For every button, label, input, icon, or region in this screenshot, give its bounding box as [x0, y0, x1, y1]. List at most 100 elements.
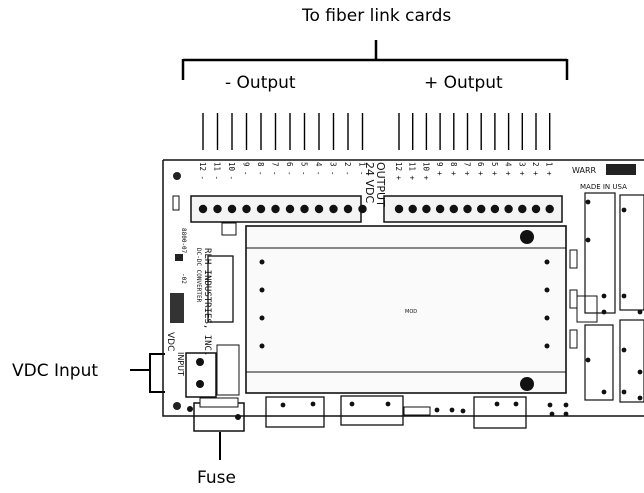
- left-resistor-top: [172, 195, 180, 211]
- terminal-screw: [518, 204, 527, 214]
- terminal-number: 2 -: [343, 162, 352, 176]
- terminal-number: 9 +: [435, 162, 444, 176]
- terminal-screw: [545, 204, 554, 214]
- terminal-number: 10 +: [421, 162, 430, 181]
- solder-pad: [585, 199, 591, 205]
- terminal-number: 8 -: [256, 162, 265, 176]
- terminal-number: 4 +: [504, 162, 513, 176]
- solder-pad: [585, 357, 591, 363]
- positive-output-leader-lines: [398, 113, 551, 150]
- solder-pad: [585, 237, 591, 243]
- terminal-screw: [329, 204, 338, 214]
- part-number-label: 8800-07: [180, 228, 187, 254]
- terminal-screw: [285, 204, 295, 214]
- callout-negative-output: - Output: [225, 73, 296, 93]
- terminal-screw: [198, 204, 208, 214]
- terminal-number: 6 +: [476, 162, 485, 176]
- terminal-screw: [227, 204, 237, 214]
- terminal-screw: [394, 204, 404, 214]
- terminal-screw: [463, 204, 472, 214]
- terminal-number: 1 -: [358, 162, 367, 176]
- solder-pad: [547, 402, 553, 408]
- right-resistor-2: [569, 289, 578, 309]
- solder-pad: [460, 408, 466, 414]
- solder-pad: [621, 207, 627, 213]
- terminal-number: 9 -: [242, 162, 251, 176]
- terminal-screw: [300, 204, 309, 214]
- callout-to-fiber-link-cards: To fiber link cards: [302, 6, 452, 26]
- corner-hole-bottom-left: [173, 402, 181, 410]
- callout-fuse: Fuse: [197, 468, 236, 488]
- terminal-number: 4 -: [314, 162, 323, 176]
- terminal-screw: [449, 204, 458, 214]
- solder-pad: [621, 389, 627, 395]
- input-connector: [185, 352, 217, 398]
- corner-hole-top-left: [173, 172, 181, 180]
- warranty-sticker: [606, 164, 636, 175]
- left-dark-component: [170, 293, 184, 323]
- solder-pad: [349, 401, 355, 407]
- solder-pad: [601, 309, 607, 315]
- input-terminal-1: [196, 358, 204, 366]
- negative-terminal-numbers: 12 - 11 - 10 - 9 - 8 - 7 - 6 - 5 - 4 - 3 - 2 - 1 -: [198, 162, 367, 180]
- solder-pad: [621, 347, 627, 353]
- terminal-number: 5 -: [300, 162, 309, 176]
- module-pin: [544, 259, 550, 265]
- terminal-number: 10 -: [227, 162, 236, 180]
- vdc-input-bracket: [130, 353, 165, 393]
- board-outline: [162, 159, 644, 417]
- terminal-screw: [343, 204, 353, 214]
- warr-label: WARR: [572, 166, 597, 175]
- terminal-screw: [531, 204, 541, 214]
- terminal-screw: [256, 204, 266, 214]
- module-pins: [259, 259, 550, 349]
- module-pin: [544, 343, 550, 349]
- terminal-screw: [477, 204, 486, 214]
- terminal-screw: [408, 204, 417, 214]
- module-mount-top-right: [520, 230, 534, 244]
- terminal-screw: [422, 204, 431, 214]
- terminal-number: 11 -: [213, 162, 222, 180]
- solder-pad: [637, 369, 643, 375]
- right-component-3: [584, 324, 614, 401]
- callout-vdc-input: VDC Input: [12, 361, 99, 381]
- terminal-number: 7 -: [271, 162, 280, 176]
- callout-positive-output: + Output: [424, 73, 503, 93]
- terminal-screw: [213, 204, 222, 214]
- positive-terminal-screws: [394, 204, 554, 214]
- small-ic: [221, 222, 237, 236]
- terminal-number: 3 +: [517, 162, 526, 176]
- terminal-screw: [358, 204, 367, 214]
- module-center-mark: MOD: [405, 309, 417, 315]
- solder-pad: [434, 407, 440, 413]
- revision-label: -02: [180, 273, 187, 284]
- fuse-body: [199, 397, 239, 408]
- right-pads: [585, 199, 643, 401]
- solder-pad: [563, 402, 569, 408]
- left-small-chip: [175, 254, 183, 261]
- terminal-number: 12 -: [198, 162, 207, 180]
- converter-module: [245, 225, 567, 394]
- negative-terminal-screws: [198, 204, 367, 214]
- solder-pad: [494, 401, 500, 407]
- maker-label: RLH INDUSTRIES, INC.: [202, 248, 212, 356]
- made-in-usa-label: MADE IN USA: [580, 183, 627, 191]
- right-component-4: [619, 319, 644, 403]
- terminal-number: 2 +: [531, 162, 540, 176]
- bottom-component-2: [340, 395, 404, 426]
- bottom-component-3: [473, 396, 527, 429]
- terminal-number: 6 -: [285, 162, 294, 176]
- solder-pad: [280, 402, 286, 408]
- module-pin: [259, 259, 265, 265]
- terminal-number: 5 +: [490, 162, 499, 176]
- vdc-label: VDC: [165, 332, 175, 351]
- output-label-output: OUTPUT: [374, 162, 387, 207]
- bottom-resistor: [403, 406, 431, 416]
- terminal-number: 12 +: [394, 162, 403, 181]
- terminal-number: 3 -: [329, 162, 338, 176]
- fuse-pin-left: [187, 406, 193, 412]
- module-mount-bottom-right: [520, 377, 534, 391]
- right-resistor-1: [569, 249, 578, 269]
- left-component-box: [207, 255, 234, 323]
